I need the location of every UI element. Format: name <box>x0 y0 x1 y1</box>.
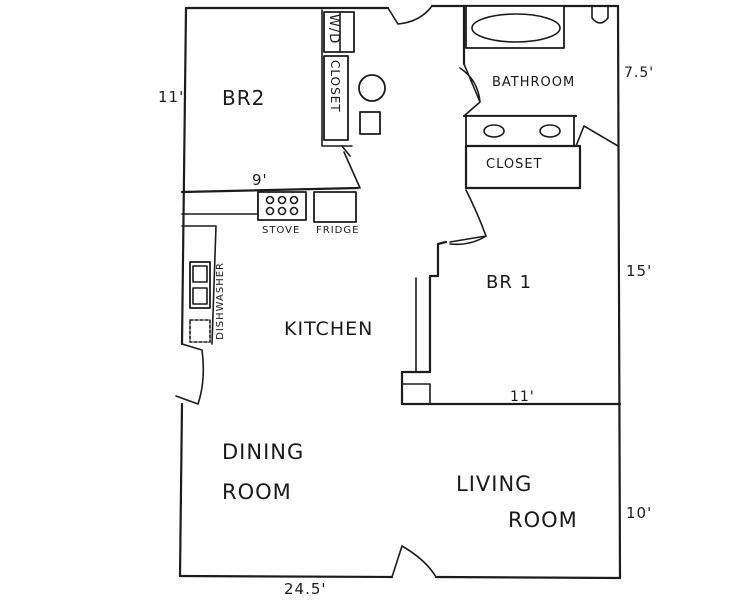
outer-wall-bottom-right <box>434 575 622 580</box>
living-label-line1: LIVING <box>456 472 533 496</box>
vanity <box>465 115 575 147</box>
br2-closet-box <box>323 55 349 141</box>
wd-label: W/D <box>326 14 341 45</box>
br1-height-dimension: 15' <box>626 262 653 280</box>
br1-label: BR 1 <box>486 272 533 293</box>
br1-door <box>449 189 487 246</box>
fridge <box>313 191 357 223</box>
kitchen-width-dimension: 9' <box>252 171 268 189</box>
dining-label-line2: ROOM <box>222 480 292 504</box>
br2-door <box>341 145 361 189</box>
br1-closet-label: CLOSET <box>486 157 543 172</box>
fridge-label: FRIDGE <box>316 225 360 236</box>
outer-wall-bottom-left <box>178 574 394 579</box>
bathroom-door <box>459 63 481 117</box>
bathtub <box>465 5 565 49</box>
br1-left-wall <box>400 240 448 406</box>
outer-wall-right <box>616 4 622 580</box>
left-door <box>175 343 205 405</box>
br2-bottom-wall <box>180 186 360 194</box>
water-heater-icon <box>358 74 386 102</box>
dishwasher-label: DISHWASHER <box>215 262 226 340</box>
stove <box>257 191 307 221</box>
kitchen-sink <box>189 261 211 309</box>
br2-height-dimension: 11' <box>158 88 185 106</box>
wd-box <box>323 11 355 53</box>
bathroom-right-door <box>575 125 619 147</box>
br2-closet-label: CLOSET <box>328 60 342 113</box>
dining-label-line1: DINING <box>222 440 305 464</box>
stove-label: STOVE <box>262 225 301 236</box>
kitchen-label: KITCHEN <box>284 318 374 340</box>
toilet <box>591 5 609 24</box>
utility-square <box>359 111 381 135</box>
outer-wall-left-lower <box>178 402 184 578</box>
dishwasher-box <box>189 319 211 343</box>
living-label-line2: ROOM <box>508 508 578 532</box>
bathroom-label: BATHROOM <box>492 75 576 90</box>
bathroom-height-dimension: 7.5' <box>624 65 655 81</box>
br1-width-dimension: 11' <box>510 389 535 405</box>
br2-label: BR2 <box>222 86 266 110</box>
overall-width-dimension: 24.5' <box>284 580 327 598</box>
bathtub-basin <box>471 13 561 43</box>
outer-wall-left-upper <box>180 6 188 346</box>
living-height-dimension: 10' <box>626 504 653 522</box>
br1-closet <box>464 144 582 190</box>
front-door <box>391 545 437 578</box>
top-door <box>387 5 433 25</box>
